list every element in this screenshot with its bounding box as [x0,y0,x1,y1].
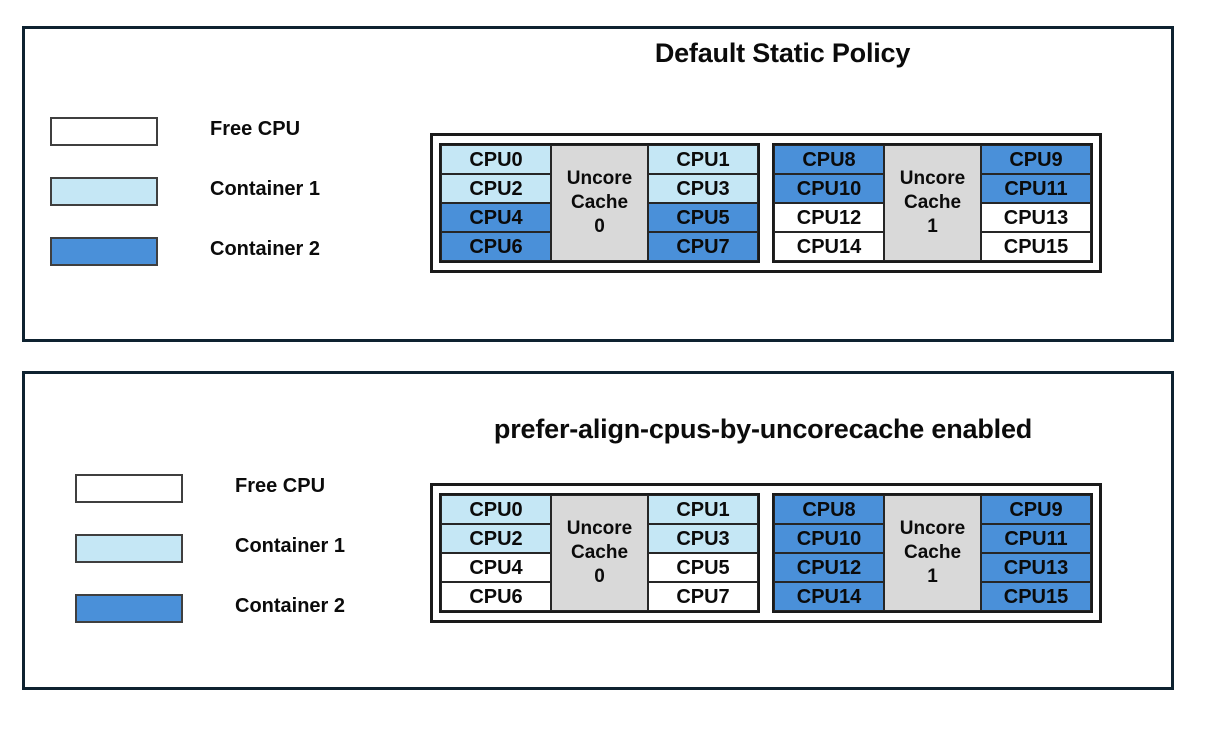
legend-swatch-container-1 [75,534,183,563]
uncore-cache-index: 1 [927,566,938,588]
uncore-cache-box: Uncore Cache 1 [884,495,981,611]
cpu-cell: CPU3 [648,174,758,203]
cpu-cell: CPU5 [648,203,758,232]
cpu-topology-diagram-bottom: CPU0 CPU2 CPU4 CPU6 Uncore Cache 0 CPU1 … [430,483,1102,623]
uncore-cache-index: 0 [594,566,605,588]
cpu-topology-diagram-top: CPU0 CPU2 CPU4 CPU6 Uncore Cache 0 CPU1 … [430,133,1102,273]
uncore-cache-index: 0 [594,216,605,238]
cpu-column-left: CPU0 CPU2 CPU4 CPU6 [441,495,551,611]
cpu-cell: CPU13 [981,553,1091,582]
uncore-cache-box: Uncore Cache 0 [551,145,648,261]
uncore-cache-line-1: Uncore [899,167,966,189]
page-title-top: Default Static Policy [654,38,911,68]
cpu-cell: CPU11 [981,524,1091,553]
cpu-cell: CPU13 [981,203,1091,232]
socket-uncore-cache-0: CPU0 CPU2 CPU4 CPU6 Uncore Cache 0 CPU1 … [439,493,760,613]
cpu-cell: CPU7 [648,232,758,261]
cpu-column-right: CPU9 CPU11 CPU13 CPU15 [981,145,1091,261]
cpu-cell: CPU12 [774,553,884,582]
cpu-cell: CPU2 [441,174,551,203]
cpu-cell: CPU12 [774,203,884,232]
cpu-cell: CPU7 [648,582,758,611]
cpu-cell: CPU8 [774,495,884,524]
cpu-column-right: CPU1 CPU3 CPU5 CPU7 [648,145,758,261]
legend-swatch-free-cpu [50,117,158,146]
cpu-cell: CPU10 [774,174,884,203]
uncore-cache-line-1: Uncore [566,167,633,189]
uncore-cache-box: Uncore Cache 1 [884,145,981,261]
uncore-cache-line-1: Uncore [899,517,966,539]
page-title-bottom: prefer-align-cpus-by-uncorecache enabled [493,414,1033,444]
cpu-cell: CPU15 [981,232,1091,261]
socket-uncore-cache-1: CPU8 CPU10 CPU12 CPU14 Uncore Cache 1 CP… [772,143,1093,263]
legend-label-container-2: Container 2 [235,595,346,617]
cpu-cell: CPU2 [441,524,551,553]
uncore-cache-box: Uncore Cache 0 [551,495,648,611]
uncore-cache-line-2: Cache [570,191,629,213]
cpu-column-left: CPU0 CPU2 CPU4 CPU6 [441,145,551,261]
cpu-cell: CPU14 [774,232,884,261]
cpu-cell: CPU5 [648,553,758,582]
cpu-cell: CPU4 [441,203,551,232]
cpu-cell: CPU1 [648,145,758,174]
cpu-column-left: CPU8 CPU10 CPU12 CPU14 [774,145,884,261]
cpu-cell: CPU9 [981,495,1091,524]
cpu-cell: CPU11 [981,174,1091,203]
cpu-cell: CPU6 [441,232,551,261]
cpu-column-left: CPU8 CPU10 CPU12 CPU14 [774,495,884,611]
cpu-cell: CPU6 [441,582,551,611]
uncore-cache-line-2: Cache [903,541,962,563]
socket-uncore-cache-0: CPU0 CPU2 CPU4 CPU6 Uncore Cache 0 CPU1 … [439,143,760,263]
legend-label-free-cpu: Free CPU [210,118,301,140]
uncore-cache-index: 1 [927,216,938,238]
uncore-cache-line-2: Cache [570,541,629,563]
legend-label-free-cpu: Free CPU [235,475,326,497]
cpu-cell: CPU0 [441,145,551,174]
cpu-cell: CPU0 [441,495,551,524]
cpu-cell: CPU3 [648,524,758,553]
cpu-column-right: CPU9 CPU11 CPU13 CPU15 [981,495,1091,611]
legend-label-container-1: Container 1 [210,178,321,200]
cpu-cell: CPU10 [774,524,884,553]
socket-uncore-cache-1: CPU8 CPU10 CPU12 CPU14 Uncore Cache 1 CP… [772,493,1093,613]
uncore-cache-line-2: Cache [903,191,962,213]
legend-swatch-free-cpu [75,474,183,503]
uncore-cache-line-1: Uncore [566,517,633,539]
cpu-cell: CPU9 [981,145,1091,174]
legend-swatch-container-2 [50,237,158,266]
cpu-column-right: CPU1 CPU3 CPU5 CPU7 [648,495,758,611]
legend-swatch-container-2 [75,594,183,623]
cpu-cell: CPU1 [648,495,758,524]
cpu-cell: CPU15 [981,582,1091,611]
cpu-cell: CPU4 [441,553,551,582]
cpu-cell: CPU8 [774,145,884,174]
cpu-cell: CPU14 [774,582,884,611]
legend-label-container-2: Container 2 [210,238,321,260]
legend-label-container-1: Container 1 [235,535,346,557]
legend-swatch-container-1 [50,177,158,206]
